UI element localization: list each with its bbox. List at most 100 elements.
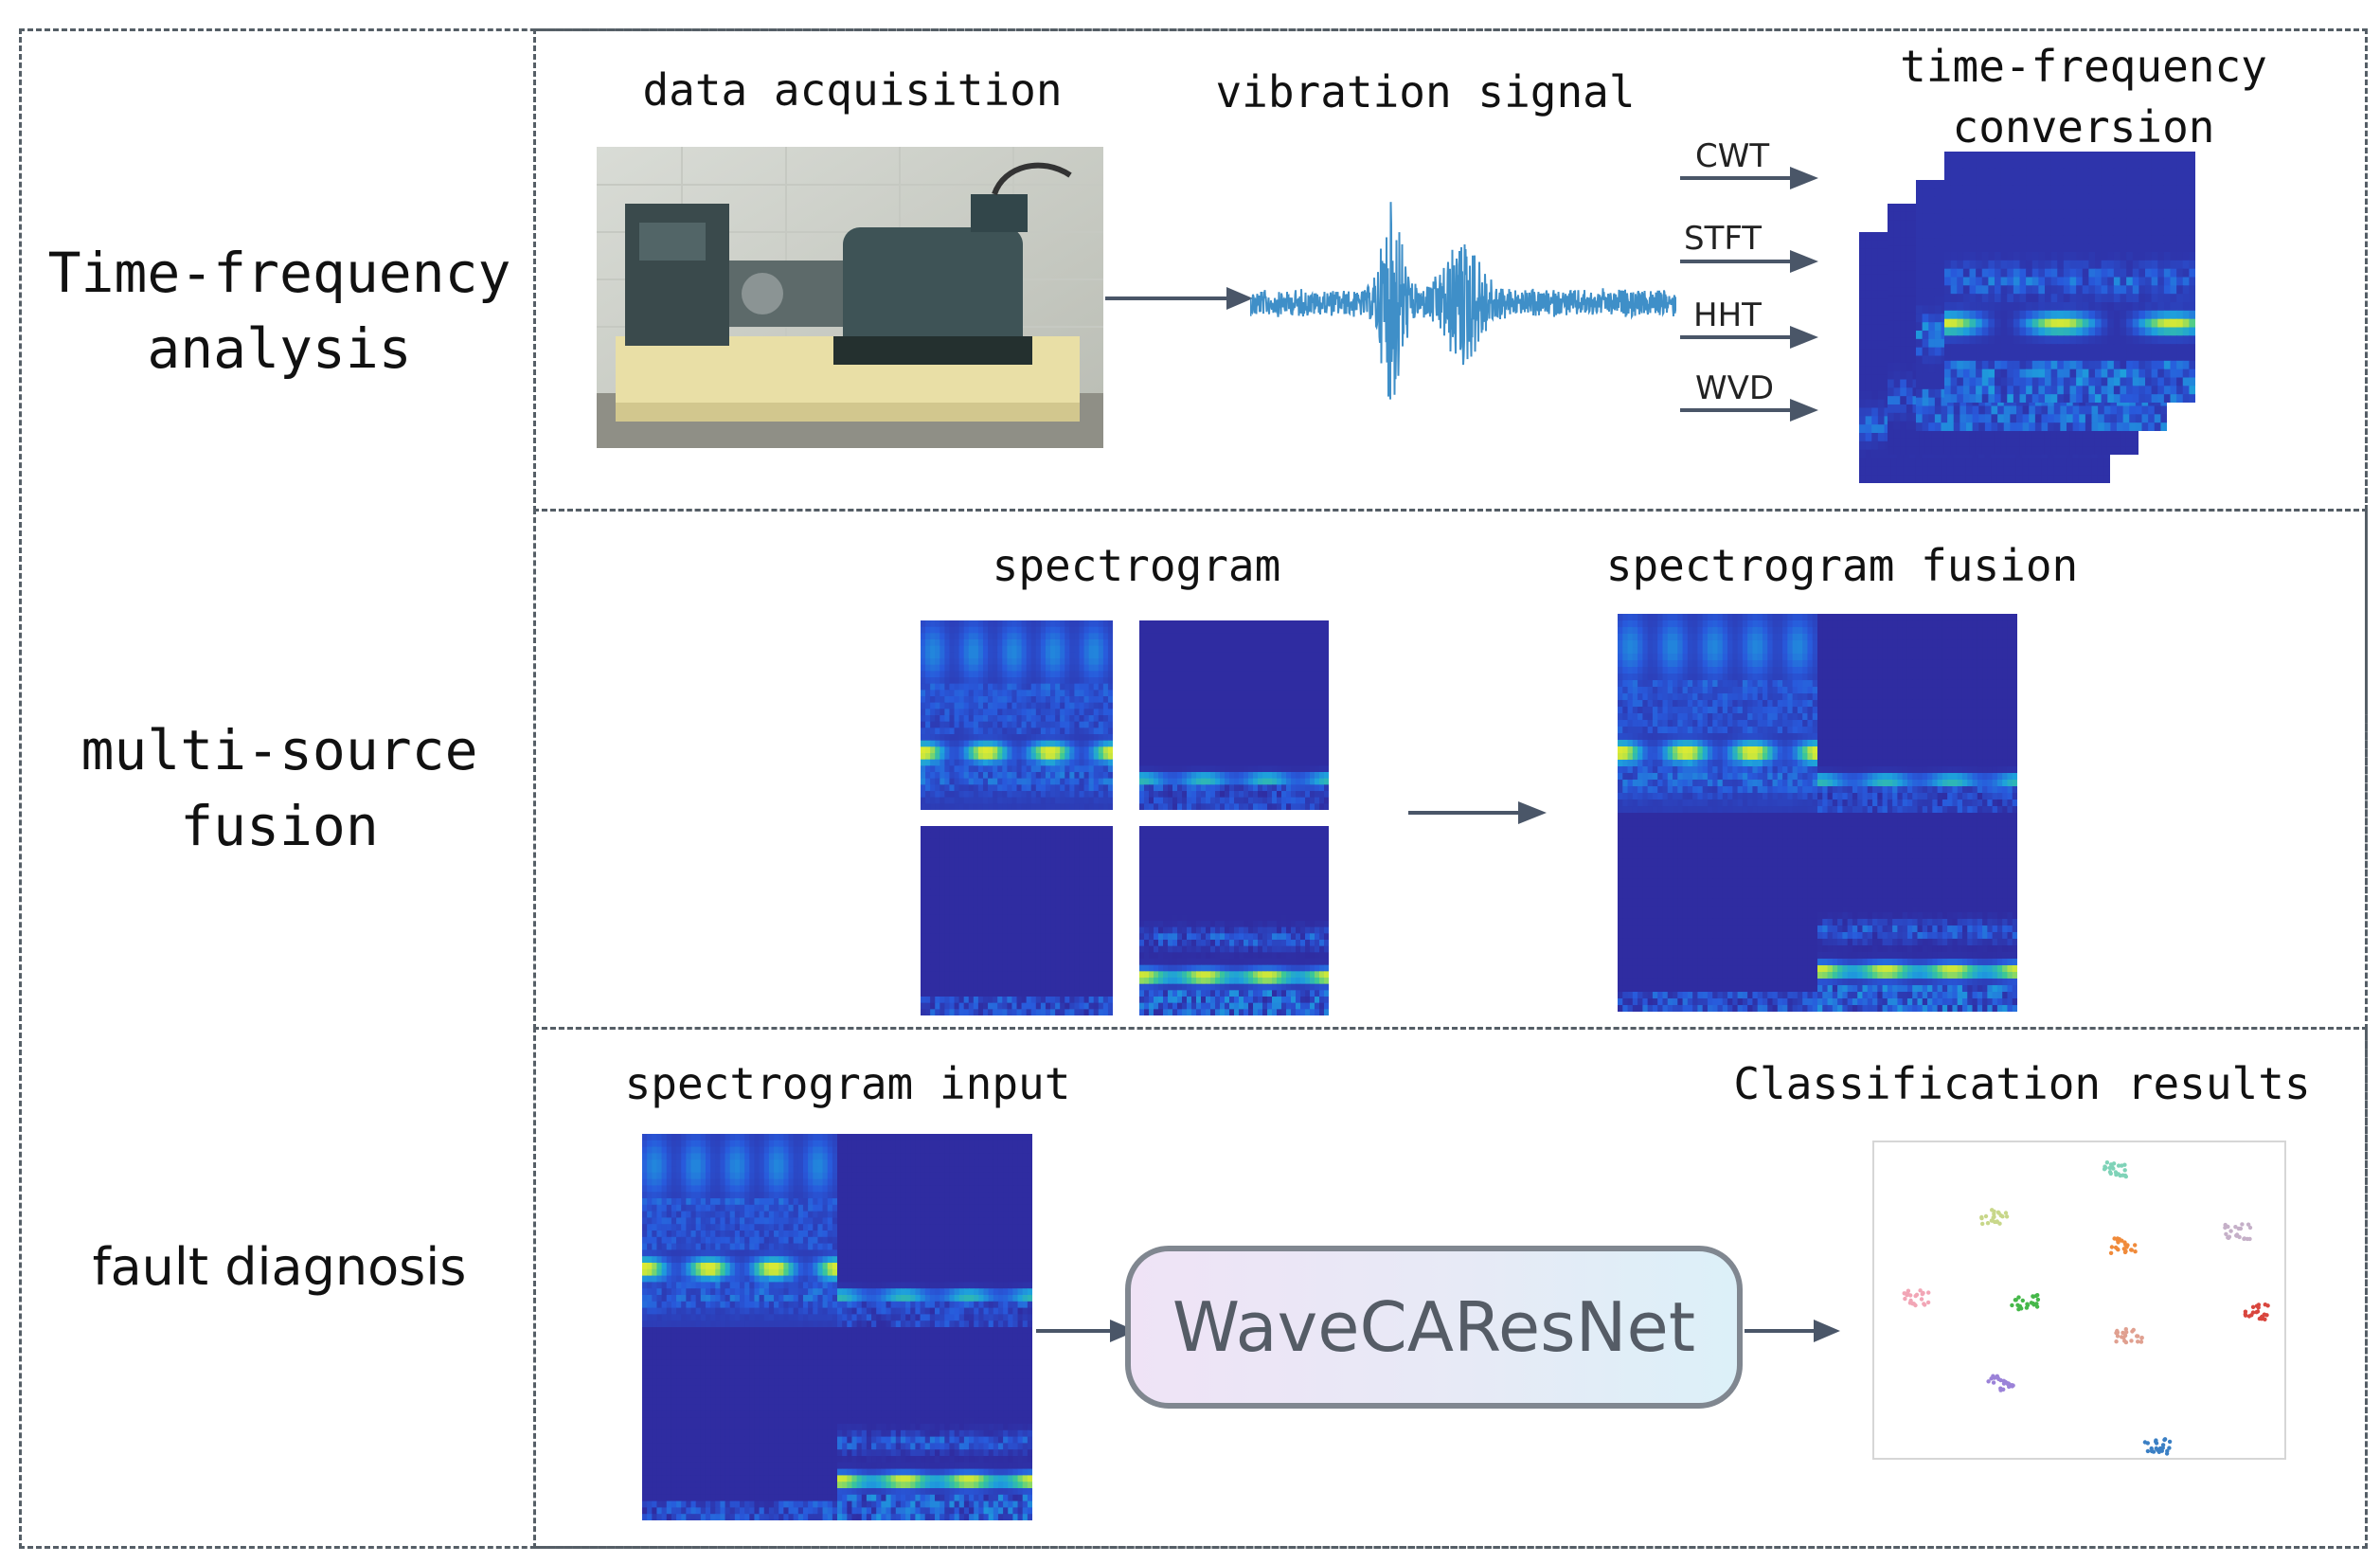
scatter-point	[1998, 1388, 2003, 1392]
scatter-point	[2136, 1339, 2140, 1344]
scatter-point	[2263, 1317, 2267, 1321]
scatter-point	[2238, 1226, 2244, 1231]
data-acquisition-label: data acquisition	[642, 64, 1063, 116]
scatter-point	[1998, 1377, 2003, 1383]
scatter-point	[2114, 1172, 2119, 1177]
scatter-point	[2124, 1245, 2129, 1249]
scatter-point	[2115, 1334, 2121, 1338]
scatter-point	[2103, 1164, 2107, 1169]
wavecaresnet-block: WaveCAResNet	[1125, 1246, 1743, 1409]
scatter-point	[2033, 1293, 2039, 1299]
scatter-point	[1995, 1219, 1999, 1225]
scatter-point	[2247, 1225, 2253, 1231]
method-label-cwt: CWT	[1695, 137, 1770, 175]
scatter-point	[1918, 1288, 1923, 1293]
scatter-point	[2145, 1441, 2150, 1446]
scatter-point	[2013, 1298, 2018, 1302]
scatter-point	[2129, 1338, 2134, 1343]
scatter-point	[2104, 1160, 2110, 1165]
scatter-point	[1910, 1302, 1915, 1306]
scatter-point	[2154, 1441, 2159, 1446]
scatter-point	[2224, 1231, 2228, 1236]
scatter-point	[1989, 1376, 1994, 1381]
scatter-point	[1921, 1290, 1925, 1296]
scatter-point	[2135, 1334, 2139, 1338]
scatter-point	[2149, 1446, 2154, 1451]
scatter-point	[2122, 1338, 2127, 1343]
scatter-point	[2160, 1446, 2165, 1450]
test-rig-photo	[597, 147, 1103, 448]
scatter-point	[2122, 1168, 2127, 1173]
scatter-point	[2109, 1245, 2115, 1249]
row-label-tf-analysis-line1: Time-frequency	[47, 241, 511, 305]
scatter-point	[2250, 1304, 2256, 1309]
tf-conversion-label: time-frequency conversion	[1837, 36, 2330, 157]
scatter-point	[1989, 1218, 1995, 1223]
scatter-point	[1913, 1293, 1918, 1299]
scatter-point	[2005, 1381, 2010, 1386]
scatter-point	[1997, 1221, 2002, 1226]
scatter-point	[2151, 1449, 2156, 1454]
scatter-point	[1980, 1221, 1985, 1227]
spectrogram-wvd	[1139, 826, 1329, 1015]
scatter-point	[2108, 1250, 2114, 1255]
scatter-point	[1919, 1297, 1924, 1302]
scatter-point	[2024, 1305, 2030, 1310]
scatter-point	[1923, 1302, 1927, 1307]
scatter-point	[2120, 1163, 2124, 1168]
spectrogram-fusion-label: spectrogram fusion	[1605, 540, 2079, 591]
scatter-point	[2139, 1336, 2144, 1340]
scatter-point	[2116, 1163, 2121, 1168]
scatter-point	[2025, 1302, 2030, 1306]
scatter-point	[1908, 1298, 1913, 1303]
scatter-point	[1926, 1290, 1931, 1295]
scatter-point	[1905, 1290, 1910, 1296]
vibration-signal-waveform	[1250, 202, 1676, 400]
scatter-point	[2017, 1303, 2023, 1309]
scatter-point	[2020, 1298, 2025, 1303]
row-label-diagnosis: fault diagnosis	[92, 1237, 467, 1297]
arrow-input-to-net	[1036, 1320, 1136, 1342]
scatter-point	[2233, 1225, 2238, 1230]
scatter-point	[1985, 1221, 1991, 1226]
scatter-point	[2133, 1249, 2138, 1254]
scatter-point	[2121, 1330, 2125, 1336]
scatter-point	[2256, 1302, 2262, 1307]
scatter-point	[2227, 1234, 2232, 1239]
scatter-point	[2111, 1161, 2117, 1166]
scatter-point	[2108, 1171, 2113, 1177]
scatter-point	[1995, 1375, 2000, 1380]
tf-spectrogram-stack-1	[1944, 152, 2195, 403]
scatter-point	[1979, 1214, 1984, 1220]
scatter-point	[2035, 1297, 2041, 1302]
scatter-point	[1998, 1213, 2003, 1218]
scatter-point	[2133, 1243, 2138, 1248]
row-box-diagnosis	[533, 1027, 2368, 1549]
row-label-tf-analysis-line2: analysis	[147, 316, 412, 381]
scatter-point	[2113, 1245, 2119, 1250]
spectrogram-label: spectrogram	[992, 540, 1281, 591]
scatter-point	[2031, 1301, 2035, 1306]
scatter-point	[1992, 1209, 1996, 1213]
scatter-point	[2138, 1339, 2144, 1344]
spectrogram-stft	[1139, 620, 1329, 810]
tf-conversion-line2: conversion	[1952, 101, 2215, 153]
scatter-point	[2122, 1240, 2127, 1245]
scatter-point	[2242, 1236, 2246, 1241]
scatter-point	[2228, 1229, 2233, 1233]
scatter-point	[1986, 1379, 1991, 1384]
scatter-point	[2162, 1437, 2167, 1443]
scatter-point	[2246, 1222, 2251, 1227]
scatter-point	[2031, 1294, 2035, 1299]
arrow-photo-to-signal	[1105, 287, 1253, 310]
scatter-point	[2243, 1312, 2247, 1317]
scatter-point	[2010, 1384, 2014, 1389]
row-label-fusion: multi-source fusion	[28, 712, 530, 864]
scatter-point	[2004, 1214, 2010, 1219]
scatter-point	[1903, 1296, 1907, 1302]
scatter-point	[2010, 1302, 2014, 1308]
tf-conversion-line1: time-frequency	[1900, 41, 2267, 92]
scatter-point	[2156, 1447, 2160, 1452]
scatter-point	[2130, 1329, 2135, 1334]
scatter-point	[2124, 1330, 2129, 1335]
